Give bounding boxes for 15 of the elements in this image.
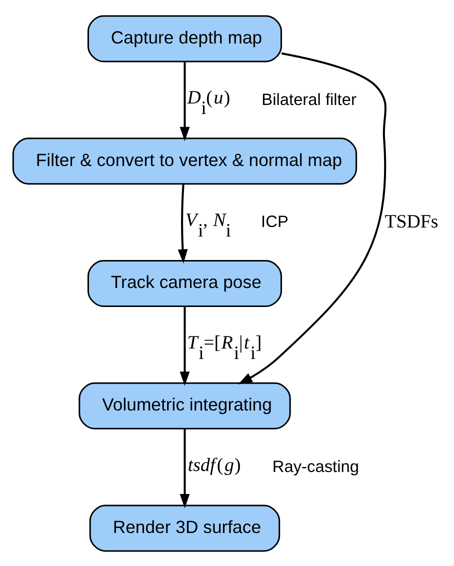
edge-label: tsdf(g)	[188, 454, 241, 476]
arrow	[180, 306, 190, 386]
label: Bilateral filter	[262, 90, 356, 108]
edge-label: TSDFs	[384, 210, 438, 232]
node-box: Filter & convert to vertex & normal map	[12, 137, 358, 184]
arrow	[238, 52, 387, 384]
label: ICP	[261, 212, 288, 231]
node-box: Volumetric integrating	[78, 382, 291, 429]
arrow	[178, 184, 188, 263]
label: Ray-casting	[272, 457, 359, 476]
node-box: Track camera pose	[87, 260, 282, 306]
node-box: Capture depth map	[87, 14, 282, 62]
arrow	[180, 62, 190, 141]
node-box: Render 3D surface	[89, 504, 280, 552]
arrow	[180, 428, 190, 508]
